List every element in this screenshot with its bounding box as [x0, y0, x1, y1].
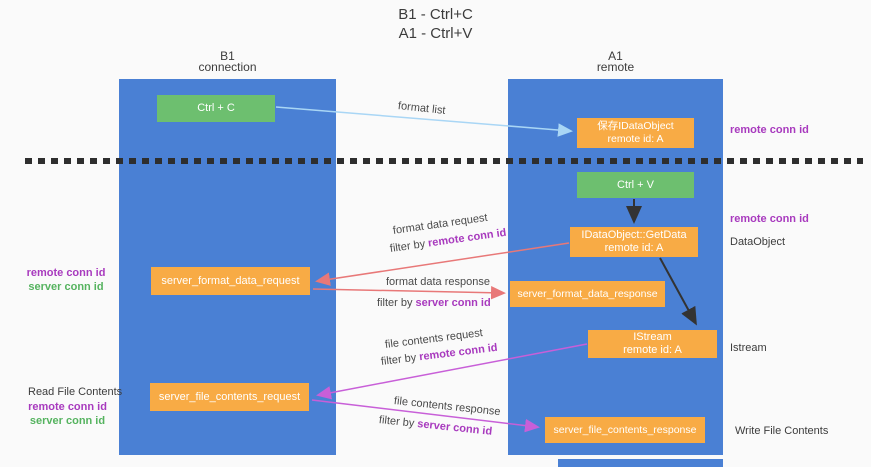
label-read-file-contents: Read File Contents: [28, 386, 123, 398]
left-column-role: connection: [198, 60, 257, 74]
right-column-role: remote: [596, 60, 635, 74]
diagram-title: B1 - Ctrl+C A1 - Ctrl+V: [0, 5, 871, 43]
node-istream-line2: remote id: A: [623, 344, 682, 356]
filter-prefix-4: filter by: [378, 414, 418, 430]
arrow-label-filter-server-1: filter by server conn id: [377, 297, 491, 309]
left-conn-id-block-top: remote conn id server conn id: [20, 266, 112, 294]
title-line-2: A1 - Ctrl+V: [398, 25, 473, 42]
left-conn-id-block-bottom: remote conn id server conn id: [20, 400, 115, 428]
label-remote-conn-id-top: remote conn id: [730, 124, 809, 136]
label-dataobject: DataObject: [730, 236, 786, 248]
node-server-file-contents-request: server_file_contents_request: [150, 383, 309, 411]
filter-prefix-3: filter by: [380, 351, 420, 368]
node-ctrl-c-label: Ctrl + C: [197, 102, 235, 114]
arrow-label-format-data-response: format data response: [386, 276, 490, 288]
label-left-server-conn-id-top: server conn id: [28, 281, 104, 293]
dashed-separator-line: [25, 158, 863, 164]
node-getdata-line2: remote id: A: [604, 242, 664, 254]
arrow-label-format-list: format list: [397, 100, 447, 117]
node-file-response-label: server_file_contents_response: [553, 423, 697, 436]
node-istream: IStream remote id: A: [588, 330, 717, 358]
filter-prefix-2: filter by: [377, 297, 416, 309]
left-column-name: B1: [220, 49, 235, 63]
label-left-remote-conn-id-top: remote conn id: [26, 267, 106, 279]
right-column-header: A1 remote: [508, 49, 723, 74]
node-server-format-data-response: server_format_data_response: [510, 281, 665, 307]
arrow-label-file-contents-response: file contents response: [393, 395, 502, 419]
label-left-remote-conn-id-bottom: remote conn id: [28, 401, 107, 413]
node-format-request-label: server_format_data_request: [161, 274, 300, 287]
node-istream-line1: IStream: [633, 331, 672, 343]
label-remote-conn-id-mid: remote conn id: [730, 213, 809, 225]
left-column-header: B1 connection: [119, 49, 336, 74]
node-file-request-label: server_file_contents_request: [158, 390, 301, 403]
node-ctrl-c: Ctrl + C: [157, 95, 275, 122]
filter-prefix-1: filter by: [389, 237, 429, 255]
node-server-file-contents-response: server_file_contents_response: [545, 417, 705, 443]
node-ctrl-v-label: Ctrl + V: [617, 178, 654, 191]
node-format-response-label: server_format_data_response: [517, 287, 658, 300]
filter-key-2: server conn id: [415, 297, 491, 309]
node-save-idataobject: 保存IDataObject remote id: A: [577, 118, 694, 148]
node-save-idataobject-line2: remote id: A: [607, 133, 664, 145]
title-line-1: B1 - Ctrl+C: [398, 6, 473, 23]
label-left-server-conn-id-bottom: server conn id: [29, 415, 106, 427]
node-ctrl-v: Ctrl + V: [577, 172, 694, 198]
node-getdata-line1: IDataObject::GetData: [581, 229, 687, 241]
arrow-label-filter-server-2: filter by server conn id: [378, 414, 492, 438]
label-write-file-contents: Write File Contents: [735, 425, 829, 437]
label-istream: Istream: [730, 342, 767, 354]
node-idataobject-getdata: IDataObject::GetData remote id: A: [570, 227, 698, 257]
node-server-format-data-request: server_format_data_request: [151, 267, 310, 295]
clipped-bottom-element: [558, 459, 723, 467]
arrow-format-data-response: [312, 285, 506, 300]
right-column-name: A1: [608, 49, 623, 63]
node-save-idataobject-line1: 保存IDataObject: [597, 120, 674, 132]
filter-key-4: server conn id: [416, 418, 493, 438]
